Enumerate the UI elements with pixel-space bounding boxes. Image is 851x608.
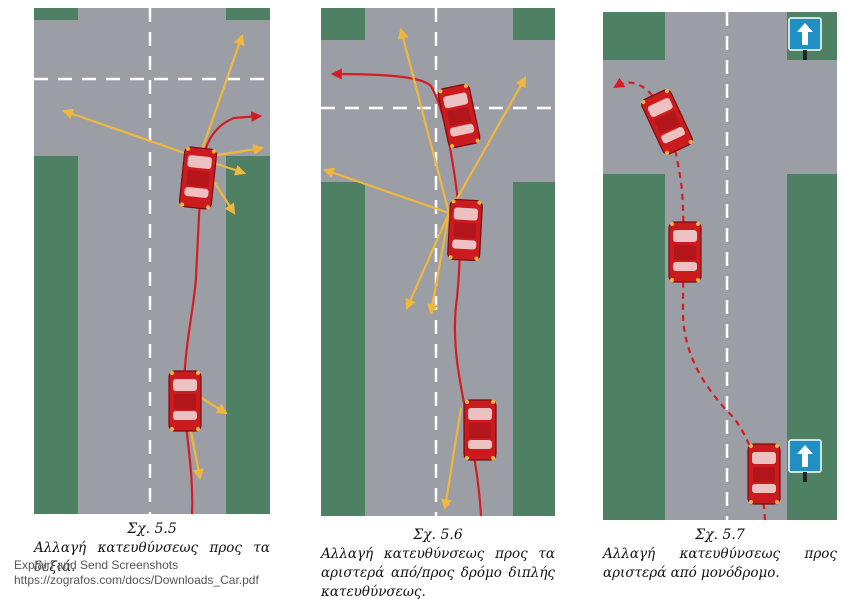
grass-left (321, 182, 365, 516)
overlay-url[interactable]: https://zografos.com/docs/Downloads_Car.… (14, 573, 259, 587)
grass-top-left (603, 12, 665, 60)
figure-number: Σχ. 5.5 (127, 521, 177, 537)
car-lower (168, 370, 202, 432)
grass-top-left (34, 8, 78, 20)
figure-caption-text: Αλλαγή κατευθύνσεως προς τα δεξιά. (34, 540, 270, 575)
one-way-sign-icon (788, 17, 822, 60)
grass-right (513, 182, 555, 516)
figure-5-5-caption: Σχ. 5.5 Αλλαγή κατευθύνσεως προς τα δεξι… (34, 520, 270, 577)
car-bottom (747, 443, 781, 505)
grass-top-right (513, 8, 555, 40)
grass-top-right (226, 8, 270, 20)
car-bottom (463, 399, 497, 461)
arrow-up-icon (797, 23, 813, 45)
view-arrows (322, 27, 527, 511)
figure-number: Σχ. 5.6 (413, 527, 463, 543)
car-middle (446, 198, 484, 262)
figure-5-5-diagram (34, 8, 270, 514)
car-middle (668, 221, 702, 283)
screenshot-overlay: Explain and Send Screenshots https://zog… (14, 558, 259, 588)
figure-5-7-diagram (603, 12, 837, 520)
arrow-up-icon (797, 445, 813, 467)
overlay-title: Explain and Send Screenshots (14, 558, 179, 572)
figure-caption-text: Αλλαγή κατευθύνσεως προς τα αριστερά από… (321, 546, 555, 600)
figure-5-7-caption: Σχ. 5.7 Αλλαγή κατευθύνσεως προς αριστερ… (603, 526, 837, 583)
grass-left (603, 174, 665, 520)
car-upper (178, 145, 218, 211)
grass-top-left (321, 8, 365, 40)
figure-caption-text: Αλλαγή κατευθύνσεως προς αριστερά από μο… (603, 546, 837, 581)
figure-number: Σχ. 5.7 (695, 527, 745, 543)
grass-left (34, 156, 78, 514)
figure-5-6-diagram (321, 8, 555, 516)
figure-5-6-caption: Σχ. 5.6 Αλλαγή κατευθύνσεως προς τα αρισ… (321, 526, 555, 602)
one-way-sign-icon (788, 439, 822, 482)
grass-right (226, 156, 270, 514)
